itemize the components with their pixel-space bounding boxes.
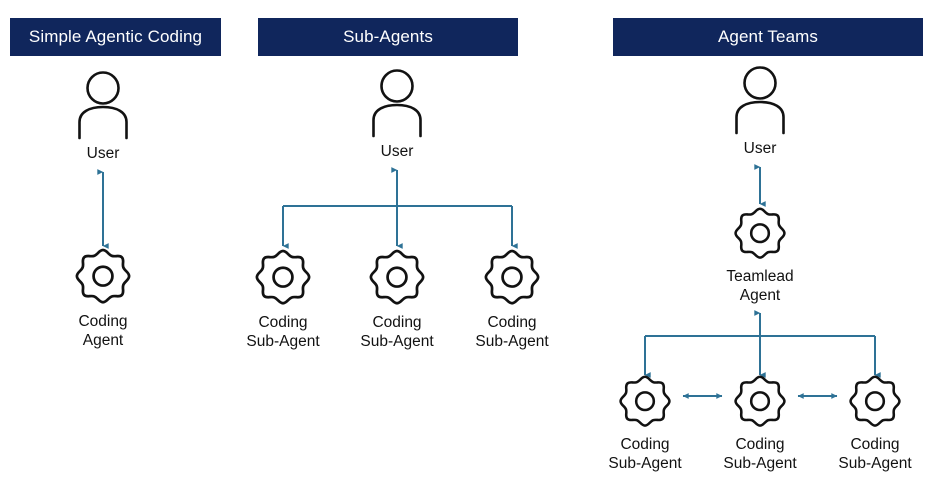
gear-icon xyxy=(575,373,715,431)
node-teamlead-agent: Teamlead Agent xyxy=(690,205,830,305)
node-user-simple: User xyxy=(33,68,173,163)
panel-title-agent-teams: Agent Teams xyxy=(613,18,923,56)
node-label: Coding Sub-Agent xyxy=(723,436,797,473)
gear-icon xyxy=(33,246,173,308)
node-coding-agent: Coding Agent xyxy=(33,246,173,350)
node-label: Coding Sub-Agent xyxy=(838,436,912,473)
node-label: User xyxy=(86,145,120,162)
panel-title-text: Agent Teams xyxy=(717,27,818,46)
gear-icon xyxy=(690,373,830,431)
gear-icon xyxy=(442,247,582,309)
node-coding-sub-agent-1-agent-teams: Coding Sub-Agent xyxy=(575,373,715,473)
node-label: Coding Sub-Agent xyxy=(475,314,549,351)
person-icon xyxy=(690,63,830,135)
node-label: User xyxy=(380,143,414,160)
panel-title-simple-agentic-coding: Simple Agentic Coding xyxy=(10,18,221,56)
person-icon xyxy=(327,66,467,138)
node-coding-sub-agent-3-agent-teams: Coding Sub-Agent xyxy=(805,373,940,473)
node-label: Coding Sub-Agent xyxy=(246,314,320,351)
node-coding-sub-agent-2-sub-agents: Coding Sub-Agent xyxy=(327,247,467,351)
person-icon xyxy=(33,68,173,140)
panel-title-text: Simple Agentic Coding xyxy=(28,27,203,46)
gear-icon xyxy=(805,373,940,431)
connector-user-to-sub-agents xyxy=(282,167,518,249)
node-label: Coding Sub-Agent xyxy=(608,436,682,473)
panel-title-sub-agents: Sub-Agents xyxy=(258,18,518,56)
node-label: User xyxy=(743,140,777,157)
node-coding-sub-agent-1-sub-agents: Coding Sub-Agent xyxy=(213,247,353,351)
connector-teamlead-to-sub-agents xyxy=(644,310,881,378)
gear-icon xyxy=(327,247,467,309)
node-label: Coding Agent xyxy=(78,313,128,350)
node-label: Teamlead Agent xyxy=(726,268,794,305)
node-coding-sub-agent-2-agent-teams: Coding Sub-Agent xyxy=(690,373,830,473)
panel-title-text: Sub-Agents xyxy=(343,27,433,46)
node-user-agent-teams: User xyxy=(690,63,830,158)
node-label: Coding Sub-Agent xyxy=(360,314,434,351)
node-user-sub-agents: User xyxy=(327,66,467,161)
gear-icon xyxy=(213,247,353,309)
node-coding-sub-agent-3-sub-agents: Coding Sub-Agent xyxy=(442,247,582,351)
gear-icon xyxy=(690,205,830,263)
